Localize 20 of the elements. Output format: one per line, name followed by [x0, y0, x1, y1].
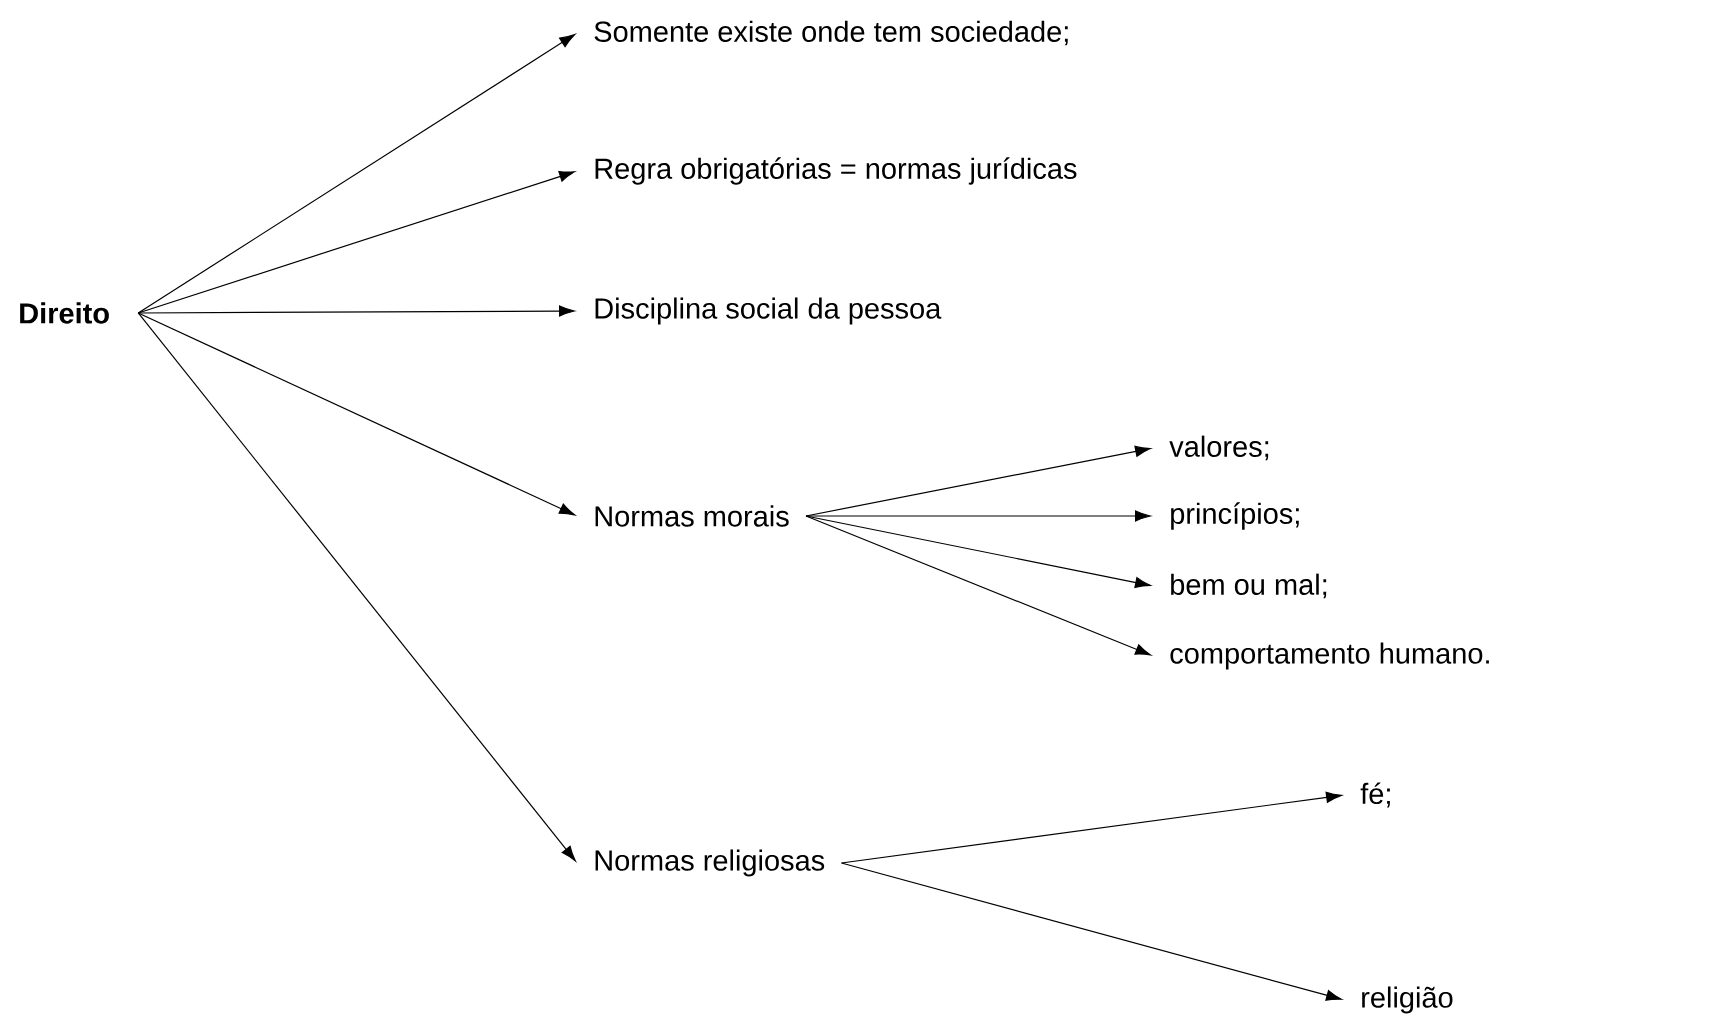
branch-label: Regra obrigatórias = normas jurídicas [595, 157, 1077, 185]
branch-label: religião [1362, 986, 1453, 1014]
branch-label: comportamento humano. [1170, 642, 1489, 670]
arrow [840, 862, 1342, 1001]
root-label: Direito [20, 302, 109, 324]
branch-label: bem ou mal; [1171, 573, 1327, 599]
arrow [137, 305, 575, 317]
branch-label: valores; [1169, 435, 1269, 461]
branch-label: Somente existe onde tem sociedade; [594, 20, 1068, 46]
branch-label: Disciplina social da pessoa [595, 297, 942, 325]
branch-label: Normas religiosas [595, 849, 825, 877]
arrow [805, 515, 1152, 656]
arrow [840, 791, 1342, 864]
branch-label: fé; [1360, 782, 1390, 808]
branch-label: princípios; [1171, 502, 1299, 530]
arrow [137, 33, 576, 314]
arrow [137, 312, 576, 516]
arrow [137, 312, 576, 862]
arrow [805, 510, 1151, 522]
branch-label: Normas morais [595, 505, 789, 527]
